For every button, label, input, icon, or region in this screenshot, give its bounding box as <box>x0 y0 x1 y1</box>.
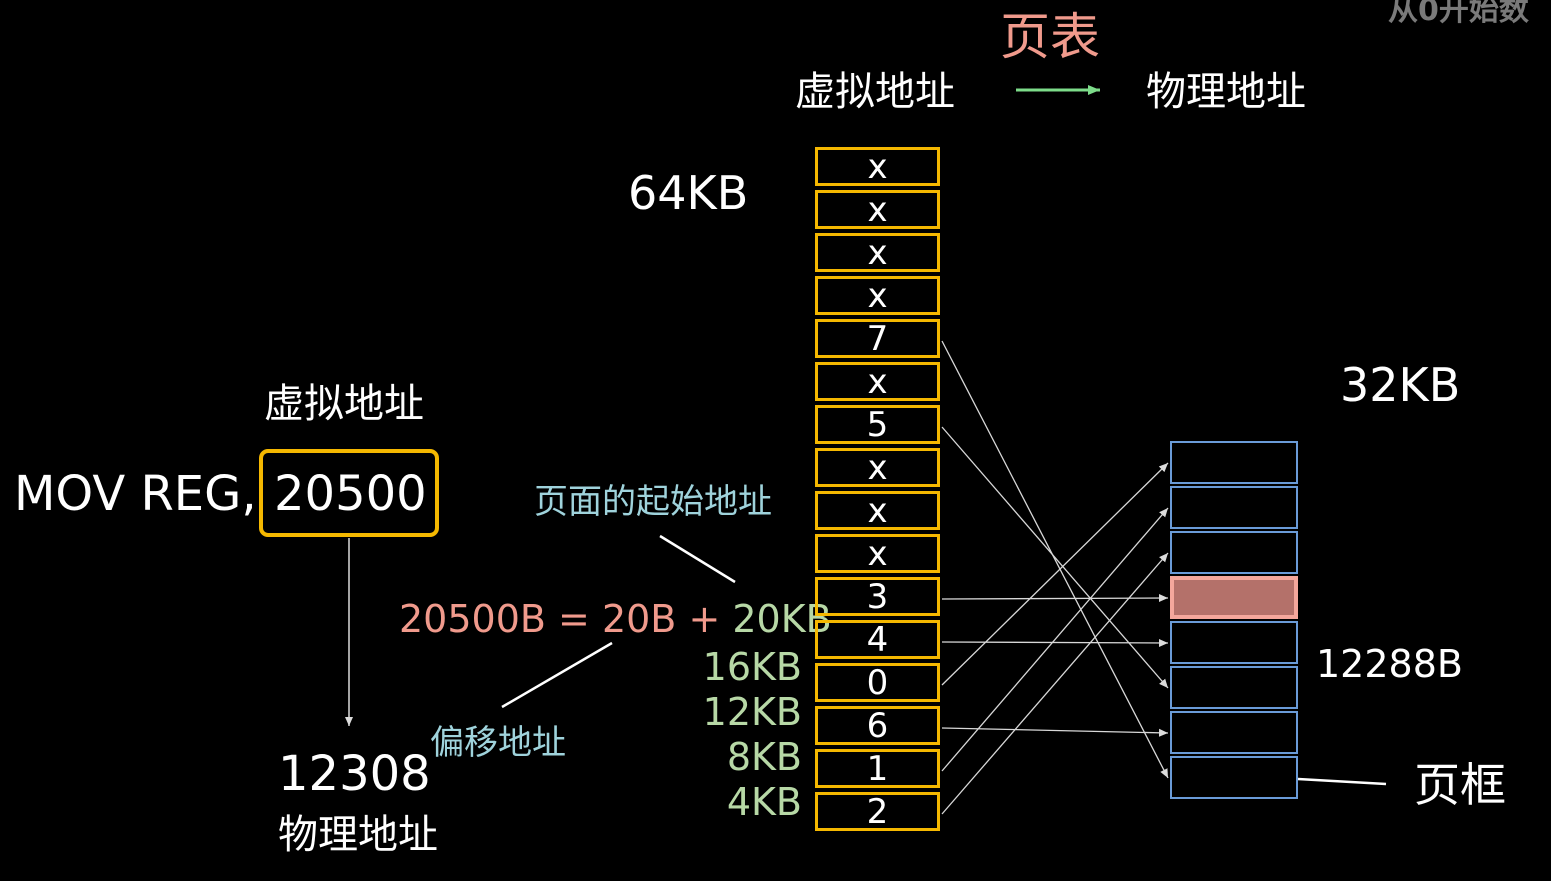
page-start-annotation: 页面的起始地址 <box>534 482 772 522</box>
page-frame <box>1170 531 1298 574</box>
page-frame <box>1170 756 1298 799</box>
kb-label: 4KB <box>726 780 802 824</box>
page-frame <box>1170 666 1298 709</box>
page-table-entry: x <box>815 233 940 273</box>
watermark: 从0开始数 <box>1388 0 1529 28</box>
mapping-line <box>941 638 1169 647</box>
result-value: 12308 <box>278 746 431 802</box>
page-frame <box>1170 621 1298 664</box>
result-caption: 物理地址 <box>278 812 438 858</box>
page-frame-label: 页框 <box>1414 758 1506 812</box>
page-table-entry: 3 <box>815 577 940 617</box>
page-frame <box>1170 441 1298 484</box>
physical-space-size: 32KB <box>1340 358 1461 412</box>
instruction-address: 20500 <box>274 466 427 522</box>
equation-lhs: 20500B = 20B + <box>399 597 733 641</box>
virtual-space-size: 64KB <box>628 166 749 220</box>
page-table-entry: x <box>815 534 940 574</box>
page-table-entry: 4 <box>815 620 940 660</box>
page-table-entry: x <box>815 276 940 316</box>
kb-label: 12KB <box>702 690 802 734</box>
mapping-line <box>941 462 1169 686</box>
page-table-entry: x <box>815 147 940 187</box>
mapping-line <box>941 507 1169 772</box>
offset-annotation: 偏移地址 <box>430 723 566 763</box>
page-table-entry: 2 <box>815 792 940 832</box>
kb-label: 16KB <box>702 645 802 689</box>
address-caption: 虚拟地址 <box>264 381 424 427</box>
page-table-entry: x <box>815 491 940 531</box>
page-frame-highlighted <box>1170 576 1298 619</box>
instruction-prefix: MOV REG, <box>14 466 257 522</box>
header-virtual-address: 虚拟地址 <box>795 69 955 115</box>
page-table-entry: 6 <box>815 706 940 746</box>
mapping-line <box>941 727 1169 737</box>
page-table-entry: 1 <box>815 749 940 789</box>
offset-pointer <box>501 641 613 709</box>
page-frame <box>1170 486 1298 529</box>
equation: 20500B = 20B + 20KB <box>399 600 832 638</box>
page-table-entry: 7 <box>815 319 940 359</box>
mapping-line <box>941 426 1169 689</box>
kb-label: 8KB <box>726 735 802 779</box>
frame-address-label: 12288B <box>1316 642 1463 686</box>
instruction-address-box <box>259 449 439 537</box>
mapping-line <box>941 340 1169 779</box>
page-table-entry: 5 <box>815 405 940 445</box>
mapping-line <box>941 552 1169 815</box>
page-table-entry: x <box>815 190 940 230</box>
header-physical-address: 物理地址 <box>1146 69 1306 115</box>
page-start-pointer <box>659 534 736 584</box>
page-frame <box>1170 711 1298 754</box>
page-table-title: 页表 <box>1000 8 1100 66</box>
page-table-entry: 0 <box>815 663 940 703</box>
page-table-entry: x <box>815 362 940 402</box>
mapping-line <box>941 594 1169 603</box>
page-table-entry: x <box>815 448 940 488</box>
page-frame-pointer <box>1297 777 1387 786</box>
